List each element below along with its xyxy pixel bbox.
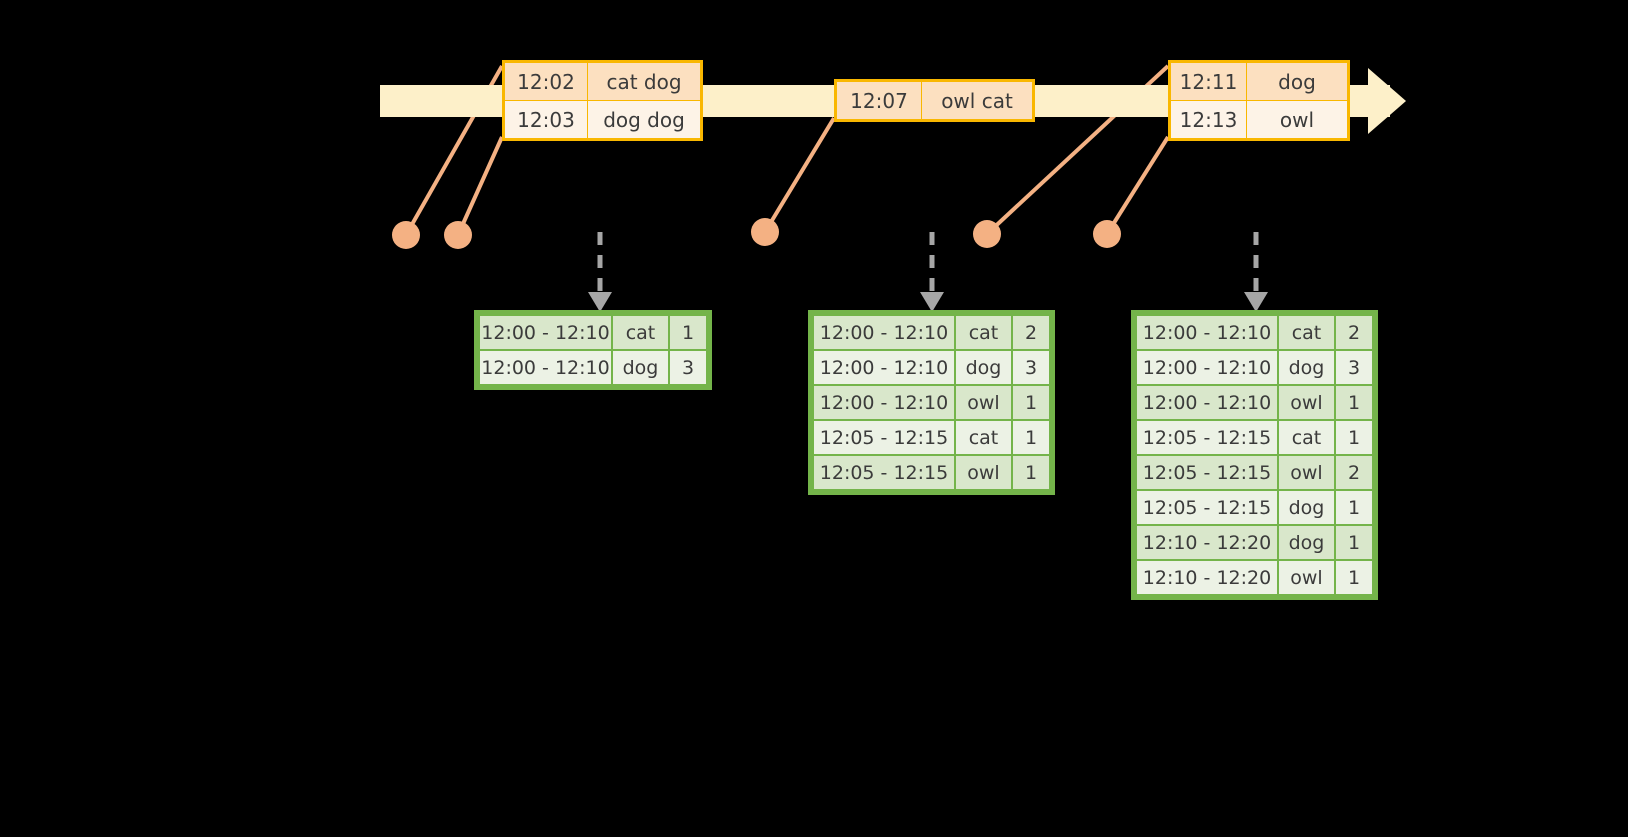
- result-window: 12:00 - 12:10: [1137, 351, 1277, 384]
- result-word: dog: [613, 351, 668, 384]
- result-window: 12:05 - 12:15: [1137, 491, 1277, 524]
- result-count: 2: [1336, 456, 1372, 489]
- event-time: 12:03: [503, 100, 588, 140]
- result-window: 12:05 - 12:15: [1137, 456, 1277, 489]
- result-window: 12:10 - 12:20: [1137, 561, 1277, 594]
- result-count: 1: [1013, 456, 1049, 489]
- event-row: 12:07 owl cat: [835, 80, 1034, 121]
- event-time: 12:13: [1169, 100, 1247, 140]
- result-count: 1: [670, 316, 706, 349]
- result-word: dog: [956, 351, 1011, 384]
- result-count: 1: [1013, 386, 1049, 419]
- result-count: 1: [1336, 421, 1372, 454]
- result-window: 12:05 - 12:15: [814, 421, 954, 454]
- result-word: dog: [1279, 491, 1334, 524]
- result-count: 1: [1336, 561, 1372, 594]
- result-count: 3: [1013, 351, 1049, 384]
- event-time: 12:11: [1169, 61, 1247, 101]
- result-word: cat: [956, 316, 1011, 349]
- event-time: 12:07: [835, 80, 922, 121]
- marker-1207-dot: [751, 218, 779, 246]
- event-group-1: 12:02 cat dog 12:03 dog dog: [502, 60, 703, 141]
- result-window: 12:05 - 12:15: [814, 456, 954, 489]
- result-count: 2: [1013, 316, 1049, 349]
- event-words: dog dog: [587, 100, 702, 140]
- result-window: 12:00 - 12:10: [480, 351, 611, 384]
- trigger-arrow-1-head: [588, 292, 612, 312]
- trigger-arrow-2-head: [920, 292, 944, 312]
- trigger-arrow-3-head: [1244, 292, 1268, 312]
- event-row: 12:03 dog dog: [503, 100, 702, 140]
- connector-1213: [1105, 135, 1170, 236]
- result-count: 1: [1336, 386, 1372, 419]
- result-word: cat: [956, 421, 1011, 454]
- result-word: cat: [1279, 421, 1334, 454]
- result-word: owl: [1279, 456, 1334, 489]
- result-word: dog: [1279, 351, 1334, 384]
- event-words: owl cat: [921, 80, 1034, 121]
- result-window: 12:00 - 12:10: [1137, 316, 1277, 349]
- event-words: dog: [1246, 61, 1349, 101]
- result-window: 12:00 - 12:10: [1137, 386, 1277, 419]
- event-time: 12:02: [503, 61, 588, 101]
- result-count: 2: [1336, 316, 1372, 349]
- result-window: 12:10 - 12:20: [1137, 526, 1277, 559]
- result-count: 1: [1336, 526, 1372, 559]
- event-words: owl: [1246, 100, 1349, 140]
- marker-1211-dot: [973, 220, 1001, 248]
- marker-dots: [392, 218, 1121, 249]
- marker-1203-dot: [444, 221, 472, 249]
- result-window: 12:05 - 12:15: [1137, 421, 1277, 454]
- result-count: 3: [670, 351, 706, 384]
- result-count: 1: [1013, 421, 1049, 454]
- trigger-arrow-heads: [588, 292, 1268, 312]
- result-count: 1: [1336, 491, 1372, 524]
- result-window: 12:00 - 12:10: [814, 316, 954, 349]
- marker-1213-dot: [1093, 220, 1121, 248]
- result-window: 12:00 - 12:10: [814, 386, 954, 419]
- connector-1207: [763, 116, 836, 234]
- result-word: cat: [613, 316, 668, 349]
- event-row: 12:13 owl: [1169, 100, 1349, 140]
- result-word: cat: [1279, 316, 1334, 349]
- result-word: owl: [1279, 386, 1334, 419]
- result-word: owl: [956, 456, 1011, 489]
- event-words: cat dog: [587, 61, 702, 101]
- event-group-2: 12:07 owl cat: [834, 79, 1035, 122]
- timeline-arrow-head: [1368, 68, 1406, 134]
- marker-1202-dot: [392, 221, 420, 249]
- connector-1203: [456, 136, 504, 236]
- result-window: 12:00 - 12:10: [480, 316, 611, 349]
- event-group-3: 12:11 dog 12:13 owl: [1168, 60, 1350, 141]
- result-word: dog: [1279, 526, 1334, 559]
- trigger-arrows: [597, 232, 1259, 292]
- event-row: 12:11 dog: [1169, 61, 1349, 101]
- result-count: 3: [1336, 351, 1372, 384]
- result-word: owl: [1279, 561, 1334, 594]
- result-word: owl: [956, 386, 1011, 419]
- result-window: 12:00 - 12:10: [814, 351, 954, 384]
- event-row: 12:02 cat dog: [503, 61, 702, 101]
